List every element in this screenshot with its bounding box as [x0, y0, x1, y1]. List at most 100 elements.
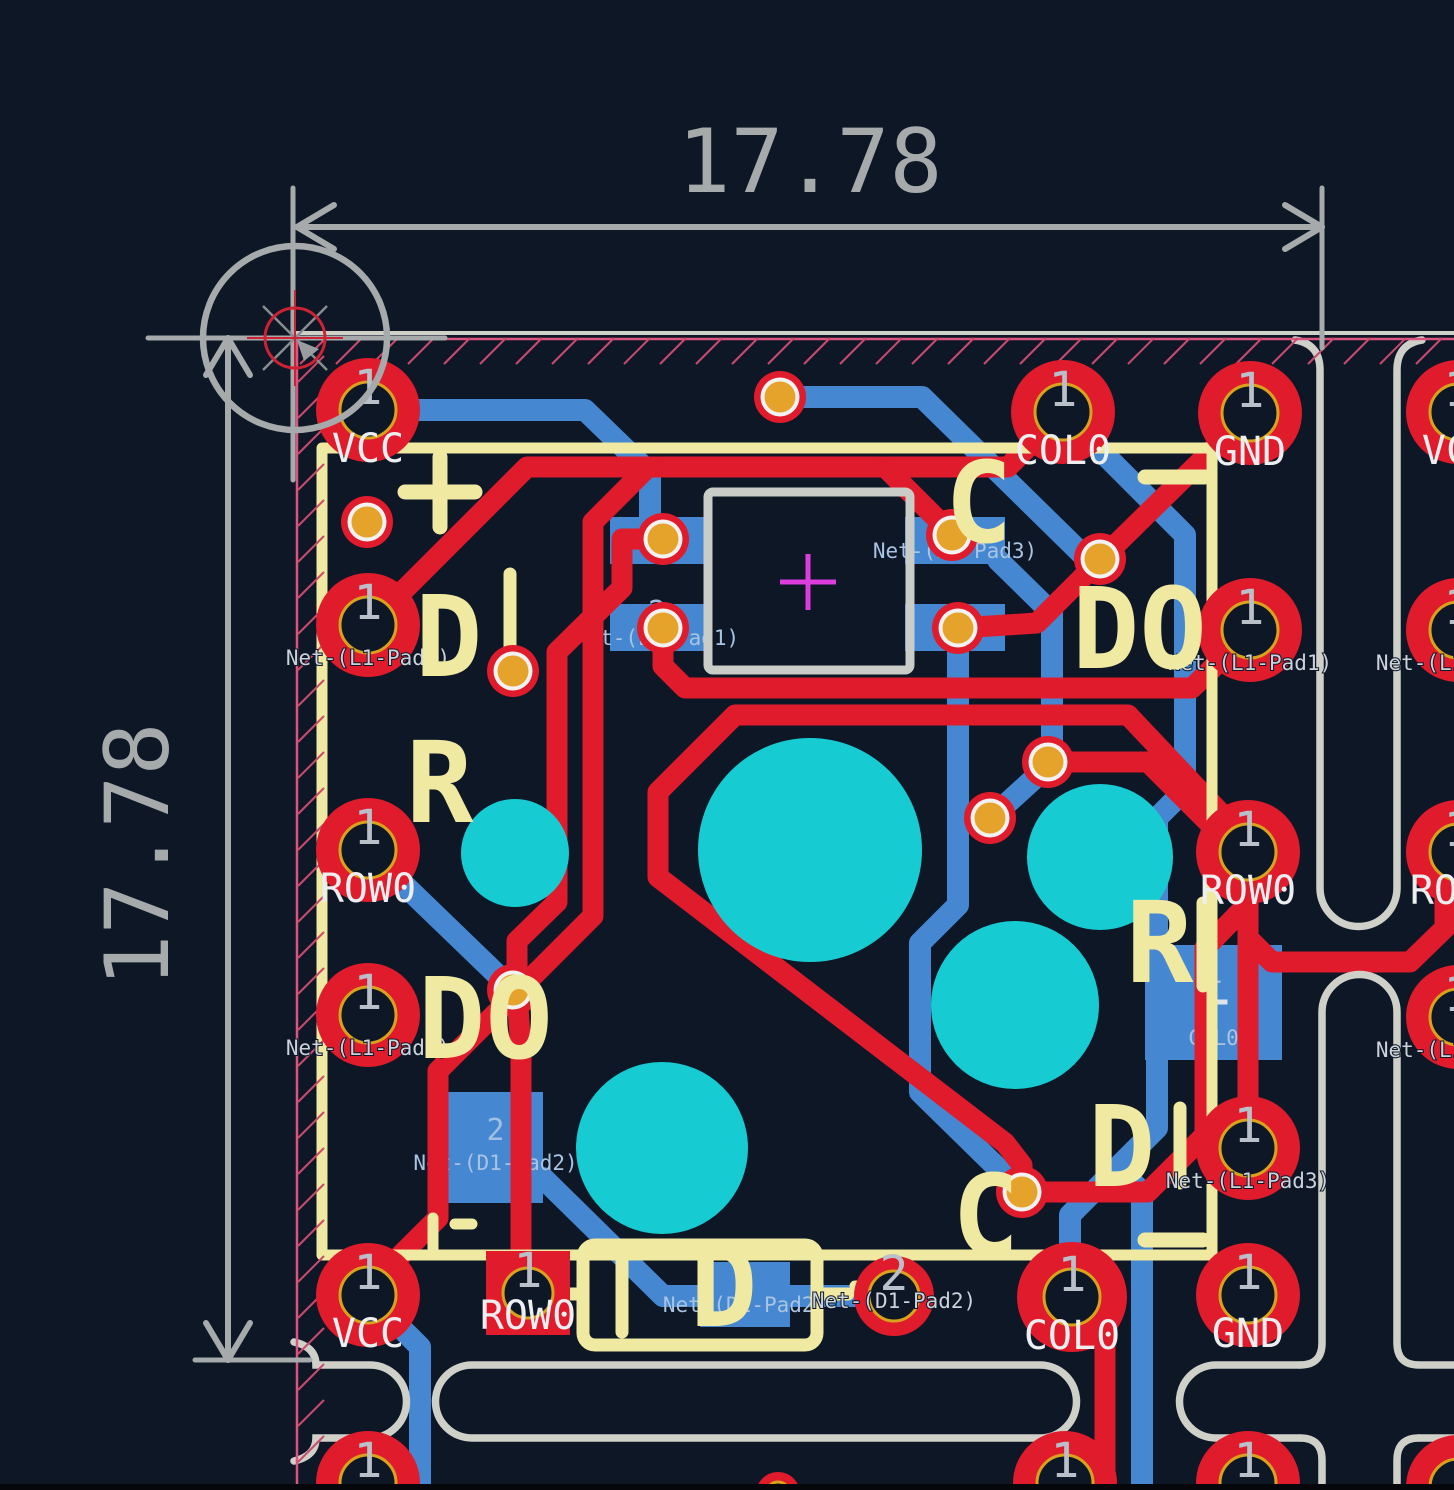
- pad-name-label: COL0: [1024, 1313, 1120, 1359]
- pad-number: 1: [354, 800, 383, 856]
- silk-letter-R: R: [406, 719, 474, 849]
- hatch-line: [297, 499, 325, 527]
- via[interactable]: [341, 496, 393, 548]
- hatch-line: [297, 355, 325, 383]
- hatch-line: [297, 895, 325, 923]
- trace-front[interactable]: [1237, 874, 1454, 973]
- arrowhead: [1282, 224, 1325, 252]
- hatch-line: [551, 337, 579, 365]
- via[interactable]: [754, 371, 806, 423]
- silk-letter-D: D: [415, 573, 482, 703]
- pad-unnamed[interactable]: 1: [1196, 1431, 1300, 1490]
- hatch-line: [443, 337, 471, 365]
- hatch-line: [1091, 337, 1119, 365]
- hatch-line: [297, 643, 325, 671]
- hatch-line: [695, 337, 723, 365]
- drill-holes: [461, 738, 1173, 1234]
- trace-back[interactable]: [532, 1167, 873, 1307]
- pad-number: 1: [1236, 363, 1265, 419]
- trace-front[interactable]: [647, 704, 1259, 1203]
- hatch-line: [297, 1075, 325, 1103]
- hatch-line: [297, 1111, 325, 1139]
- hatch-line: [875, 337, 903, 365]
- pad-number: 1: [1051, 1433, 1080, 1489]
- hole: [931, 921, 1099, 1089]
- hatch-line: [1235, 337, 1263, 365]
- hatch-line: [1199, 337, 1227, 365]
- trace-back[interactable]: [909, 639, 1031, 1201]
- pad-number: 1: [354, 1433, 383, 1489]
- via[interactable]: [487, 645, 539, 697]
- pad-name-label: GND: [1214, 429, 1286, 475]
- arrowhead: [225, 1320, 253, 1363]
- via[interactable]: [1022, 736, 1074, 788]
- hole: [1027, 784, 1173, 930]
- hatch-line: [623, 337, 651, 365]
- hatch-line: [1379, 337, 1407, 365]
- trace-front[interactable]: [949, 402, 1261, 639]
- board-margin-layer: [295, 337, 1454, 1490]
- pad-net-label: Net-(L1-Pad3): [286, 646, 450, 670]
- edge-slot-bottom-right: [1175, 1361, 1304, 1442]
- pad-number: 1: [1049, 362, 1078, 418]
- via[interactable]: [637, 602, 689, 654]
- smd-pad-number: 2: [486, 1113, 504, 1148]
- pad-number: 1: [1234, 1433, 1263, 1489]
- component-anchor-icon: [780, 554, 836, 610]
- pad-unnamed[interactable]: 1: [316, 1431, 420, 1490]
- hatch-line: [297, 1435, 325, 1463]
- pad-name-label: COL0: [1015, 428, 1111, 474]
- hatch-line: [297, 571, 325, 599]
- via[interactable]: [964, 792, 1016, 844]
- hatch-line: [297, 1399, 325, 1427]
- trace-front[interactable]: [505, 456, 659, 1004]
- edge-slot-vertical-upper: [1291, 336, 1426, 931]
- pad-number: 1: [1234, 1098, 1263, 1154]
- pad-number: 1: [1444, 580, 1454, 636]
- pad-unnamed[interactable]: 1: [1013, 1431, 1117, 1490]
- hatch-line: [839, 337, 867, 365]
- hatch-line: [515, 337, 543, 365]
- pad-name-label: VCC: [332, 426, 404, 472]
- via[interactable]: [932, 602, 984, 654]
- silk-letter-C: C: [952, 1152, 1019, 1282]
- trace-back[interactable]: [357, 399, 661, 551]
- component-courtyard[interactable]: [703, 487, 915, 675]
- hatch-line: [297, 535, 325, 563]
- hatch-line: [479, 337, 507, 365]
- pad-net-label: Net-(L1-Pad1): [1168, 651, 1332, 675]
- hatch-line: [1271, 337, 1299, 365]
- via[interactable]: [637, 513, 689, 565]
- pads-layer[interactable]: 1VCC1Net-(L1-Pad3)1ROW01Net-(L1-Pad1)1VC…: [285, 358, 1454, 1490]
- smd-pad-number: 2: [736, 1261, 754, 1296]
- pad-number: 1: [1058, 1247, 1087, 1303]
- hatch-line: [297, 751, 325, 779]
- pad-number: 1: [1444, 967, 1454, 1023]
- trace-front[interactable]: [506, 528, 674, 1001]
- dimension-horizontal[interactable]: [290, 185, 1325, 483]
- hatch-line: [297, 967, 325, 995]
- hatch-line: [1127, 337, 1155, 365]
